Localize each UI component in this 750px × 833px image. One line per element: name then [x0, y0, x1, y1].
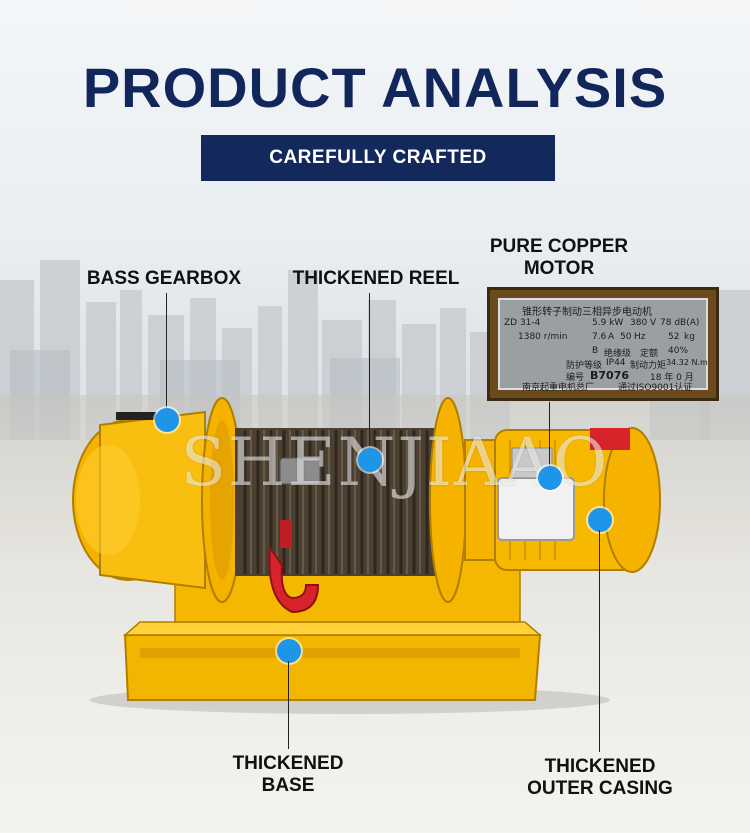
- callout-reel-leader: [369, 293, 370, 459]
- nameplate-protection: IP44: [606, 358, 626, 368]
- callout-reel-dot: [358, 448, 382, 472]
- callout-gearbox-dot: [155, 408, 179, 432]
- nameplate-duty-label: 定额: [640, 349, 659, 359]
- nameplate-voltage: 380: [630, 318, 648, 328]
- callout-base-leader: [288, 661, 289, 749]
- callout-casing-leader: [599, 530, 600, 752]
- nameplate-freq-unit: Hz: [634, 332, 646, 342]
- callout-casing-text-line1: THICKENED: [544, 756, 656, 777]
- nameplate-weight: 52: [668, 332, 680, 342]
- callout-gearbox-leader: [166, 293, 167, 417]
- nameplate-serial: B7076: [590, 369, 629, 382]
- callout-casing-label: THICKENED OUTER CASING: [510, 756, 690, 800]
- subtitle-text: CAREFULLY CRAFTED: [269, 147, 487, 168]
- callout-base-text-line2: BASE: [261, 775, 315, 796]
- nameplate-current: 7.6: [592, 332, 607, 342]
- nameplate-noise: 78 dB(A): [660, 318, 700, 328]
- nameplate-weight-unit: kg: [684, 332, 695, 342]
- nameplate-speed: 1380 r/min: [518, 332, 568, 342]
- nameplate-serial-label: 编号: [566, 373, 585, 383]
- callout-motor-label: PURE COPPER MOTOR: [478, 236, 640, 280]
- callout-motor-text-line2: MOTOR: [523, 258, 595, 279]
- nameplate-duty: 40%: [668, 346, 689, 356]
- callout-motor-text-line1: PURE COPPER: [489, 236, 629, 257]
- nameplate-power: 5.9 kW: [592, 318, 624, 328]
- callout-base-text-line1: THICKENED: [232, 753, 344, 774]
- nameplate-insulation-label: 绝缘级: [604, 349, 632, 359]
- callout-motor-leader: [549, 402, 550, 472]
- callout-casing-text-line2: OUTER CASING: [527, 778, 673, 799]
- callout-gearbox-text: BASS GEARBOX: [86, 268, 242, 289]
- nameplate-torque-label: 制动力矩: [630, 361, 667, 371]
- nameplate-cert: 通过ISO9001认证: [618, 383, 693, 393]
- callout-reel-text: THICKENED REEL: [292, 268, 460, 289]
- motor-nameplate-inset: 锥形转子制动三相异步电动机 ZD 31-4 5.9 kW 380 V 78 dB…: [487, 287, 719, 401]
- nameplate-model: ZD 31-4: [504, 318, 541, 328]
- watermark-text: SHENJIAAO: [180, 424, 610, 501]
- nameplate-date: 18 年 0 月: [650, 373, 694, 383]
- nameplate-title: 锥形转子制动三相异步电动机: [522, 307, 652, 318]
- nameplate-freq: 50: [620, 332, 632, 342]
- nameplate-protection-label: 防护等级: [566, 361, 603, 371]
- callout-gearbox-label: BASS GEARBOX: [84, 268, 244, 290]
- nameplate-insulation: B: [592, 346, 599, 356]
- motor-nameplate: 锥形转子制动三相异步电动机 ZD 31-4 5.9 kW 380 V 78 dB…: [498, 298, 708, 393]
- page-title: PRODUCT ANALYSIS: [82, 56, 668, 119]
- subtitle-banner: CAREFULLY CRAFTED: [201, 135, 555, 181]
- nameplate-voltage-unit: V: [650, 318, 657, 328]
- callout-reel-label: THICKENED REEL: [286, 268, 466, 290]
- callout-base-label: THICKENED BASE: [208, 753, 368, 797]
- nameplate-maker: 南京起重电机总厂: [522, 383, 595, 393]
- nameplate-torque: 34.32 N.m: [666, 358, 708, 367]
- callout-base-dot: [277, 639, 301, 663]
- callout-casing-dot: [588, 508, 612, 532]
- nameplate-current-unit: A: [608, 332, 615, 342]
- callout-motor-dot: [538, 466, 562, 490]
